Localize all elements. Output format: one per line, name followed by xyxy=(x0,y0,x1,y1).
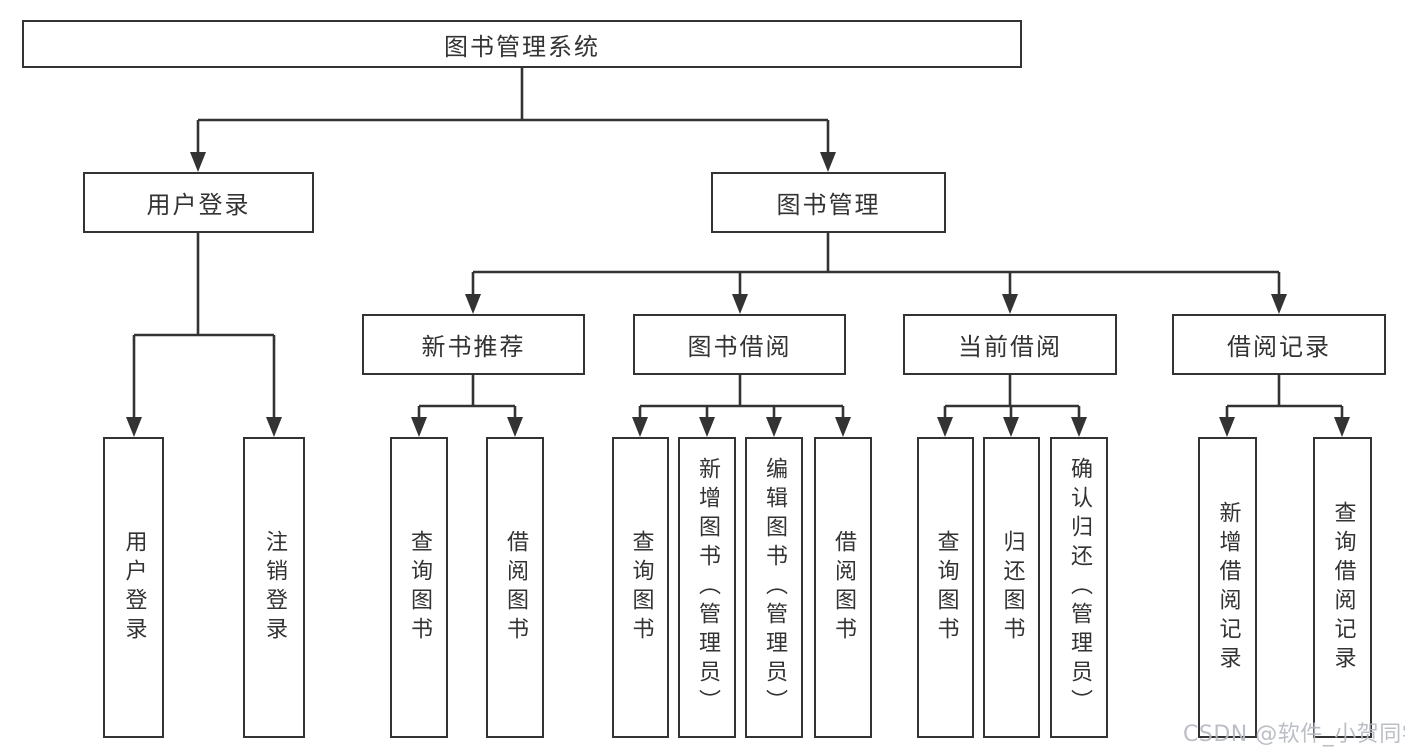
leaf-confirm-return-admin: 确认归还（管理员） xyxy=(1050,437,1108,738)
watermark-text: CSDN @软件_小贺同学 xyxy=(1183,722,1405,747)
leaf-user-login: 用户登录 xyxy=(103,437,164,738)
leaf-query-books-1: 查询图书 xyxy=(390,437,448,738)
leaf-return-books: 归还图书 xyxy=(983,437,1040,738)
leaf-add-book-admin-label: 新增图书（管理员） xyxy=(695,457,720,718)
leaf-borrow-books-1: 借阅图书 xyxy=(486,437,544,738)
leaf-logout-label: 注销登录 xyxy=(262,529,287,646)
node-root: 图书管理系统 xyxy=(22,20,1022,68)
node-book-management: 图书管理 xyxy=(711,172,946,233)
leaf-add-borrow-record: 新增借阅记录 xyxy=(1198,437,1257,738)
leaf-query-borrow-record-label: 查询借阅记录 xyxy=(1330,500,1356,675)
leaf-query-books-3: 查询图书 xyxy=(917,437,974,738)
leaf-return-books-label: 归还图书 xyxy=(999,529,1025,646)
leaf-confirm-return-admin-label: 确认归还（管理员） xyxy=(1067,457,1092,718)
leaf-query-borrow-record: 查询借阅记录 xyxy=(1313,437,1372,738)
node-user-login: 用户登录 xyxy=(83,172,314,233)
leaf-add-book-admin: 新增图书（管理员） xyxy=(678,437,736,738)
leaf-query-books-2-label: 查询图书 xyxy=(628,529,654,646)
leaf-edit-book-admin: 编辑图书（管理员） xyxy=(745,437,803,738)
node-book-borrow: 图书借阅 xyxy=(633,314,846,375)
leaf-query-books-1-label: 查询图书 xyxy=(407,529,432,646)
leaf-query-books-2: 查询图书 xyxy=(612,437,669,738)
leaf-borrow-books-1-label: 借阅图书 xyxy=(503,529,528,646)
leaf-borrow-books-2: 借阅图书 xyxy=(814,437,872,738)
leaf-logout: 注销登录 xyxy=(243,437,305,738)
leaf-query-books-3-label: 查询图书 xyxy=(933,529,959,646)
node-current-borrow: 当前借阅 xyxy=(903,314,1117,375)
leaf-add-borrow-record-label: 新增借阅记录 xyxy=(1215,500,1241,675)
node-new-book-recommend: 新书推荐 xyxy=(362,314,585,375)
leaf-user-login-label: 用户登录 xyxy=(121,529,147,646)
leaf-borrow-books-2-label: 借阅图书 xyxy=(831,529,856,646)
leaf-edit-book-admin-label: 编辑图书（管理员） xyxy=(762,457,787,718)
node-borrow-records: 借阅记录 xyxy=(1172,314,1386,375)
